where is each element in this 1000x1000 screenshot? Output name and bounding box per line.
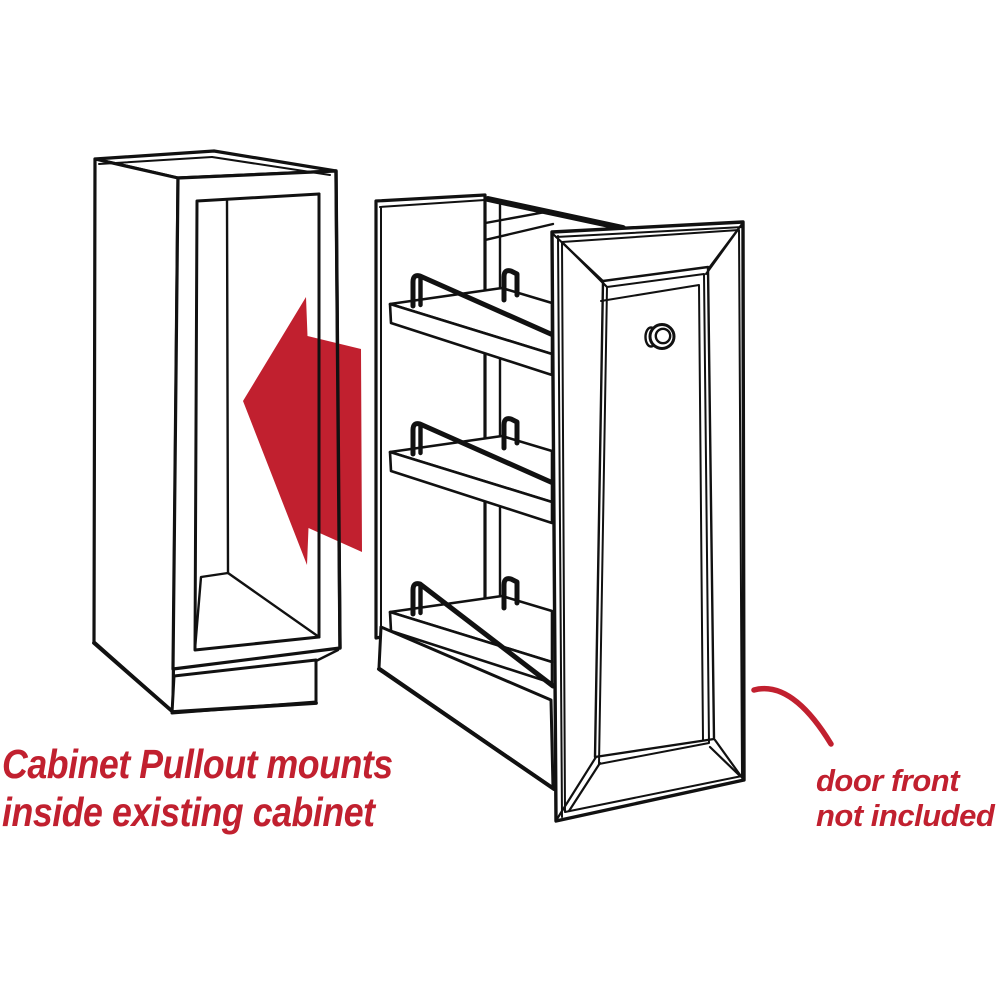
- pullout-organizer: [374, 193, 626, 800]
- door-callout-arc-icon: [751, 686, 834, 747]
- pullout-top-rim: [485, 196, 626, 231]
- caption-line: Cabinet Pullout mounts: [2, 741, 393, 787]
- door-front-panel: [550, 220, 746, 823]
- caption-line: inside existing cabinet: [2, 789, 375, 835]
- pullout-shelf: [388, 268, 556, 377]
- rail-support: [501, 576, 520, 611]
- rail-support: [501, 416, 520, 451]
- pullout-shelf: [388, 576, 556, 689]
- pullout-shelf: [388, 416, 556, 525]
- caption-line: not included: [816, 798, 995, 833]
- rail-support: [501, 268, 520, 303]
- door-knob: [644, 323, 676, 350]
- cabinet-side-panel: [92, 157, 180, 714]
- caption-door-front-not-included: door front not included: [816, 763, 995, 833]
- slide-in-arrow-icon: [243, 297, 362, 565]
- door-panel-field: [593, 265, 716, 759]
- pullout-end-panel: [374, 193, 487, 640]
- caption-line: door front: [816, 763, 960, 798]
- caption-pullout-mounts: Cabinet Pullout mounts inside existing c…: [2, 740, 393, 836]
